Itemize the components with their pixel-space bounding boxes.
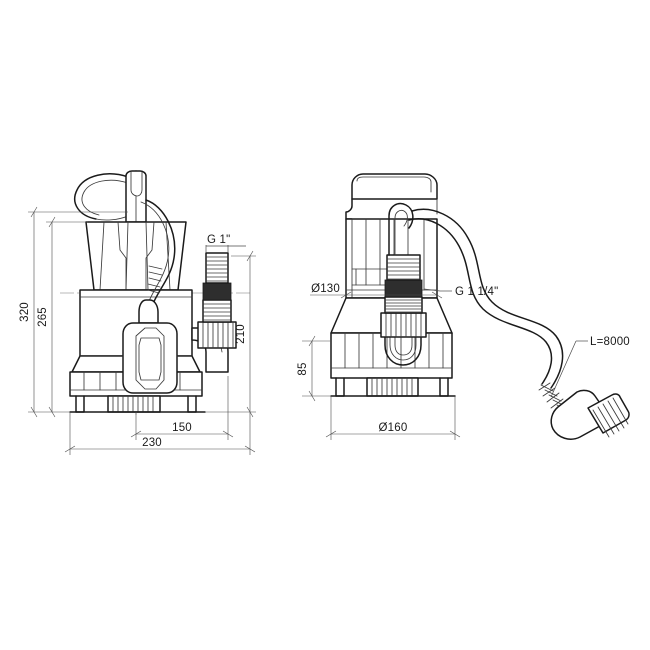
outlet-union-nut bbox=[197, 321, 237, 349]
dimension-label-265: 265 bbox=[37, 307, 49, 327]
callout-label-g114: G 1 1/4" bbox=[455, 286, 498, 298]
cable-entry-post bbox=[125, 170, 147, 223]
side-base-feet bbox=[330, 377, 456, 397]
side-discharge-loop bbox=[384, 324, 422, 366]
outlet-thread-section bbox=[202, 299, 232, 323]
dimension-label-320: 320 bbox=[19, 302, 31, 322]
side-strainer-base bbox=[330, 332, 453, 379]
callout-g114: G 1 1/4" bbox=[423, 286, 498, 298]
float-switch-cable bbox=[140, 199, 176, 307]
outlet-seal-band bbox=[202, 282, 232, 301]
dimension-label-d130: Ø130 bbox=[311, 283, 340, 295]
dimension-d130: Ø130 bbox=[310, 283, 443, 299]
base-feet bbox=[69, 395, 206, 413]
callout-label-cable-length: L=8000 bbox=[590, 336, 630, 348]
side-seal-band bbox=[384, 279, 423, 298]
outlet-hose-barb bbox=[205, 252, 229, 284]
side-union-nut bbox=[380, 312, 427, 338]
dimension-label-d160: Ø160 bbox=[379, 422, 408, 434]
motor-housing-upper bbox=[85, 221, 187, 291]
dimension-d160: Ø160 bbox=[325, 396, 461, 440]
dimension-320: 320 bbox=[19, 206, 38, 418]
power-plug bbox=[550, 389, 630, 440]
dimension-label-150: 150 bbox=[172, 422, 192, 434]
dimension-label-230: 230 bbox=[142, 437, 162, 449]
dimension-label-85: 85 bbox=[297, 362, 309, 375]
callout-label-g1: G 1" bbox=[207, 234, 230, 246]
dimension-230: 230 bbox=[64, 412, 256, 455]
side-hose-barb bbox=[386, 254, 421, 281]
dimension-label-210: 210 bbox=[235, 324, 247, 344]
dimension-265: 265 bbox=[37, 216, 56, 418]
float-switch bbox=[122, 299, 178, 394]
side-view-group: Ø130 85 Ø160 G 1 1/4 bbox=[297, 173, 630, 440]
callout-cable-length: L=8000 bbox=[550, 336, 630, 398]
dimension-85: 85 bbox=[297, 335, 331, 402]
carry-handle bbox=[74, 173, 129, 221]
callout-g1: G 1" bbox=[205, 234, 246, 253]
dimension-150: 150 bbox=[130, 376, 234, 440]
front-view-group: 320 265 210 G 1" bbox=[19, 170, 256, 455]
side-top-cap bbox=[345, 173, 438, 220]
power-cable bbox=[408, 208, 564, 389]
side-thread-lower bbox=[384, 296, 423, 314]
